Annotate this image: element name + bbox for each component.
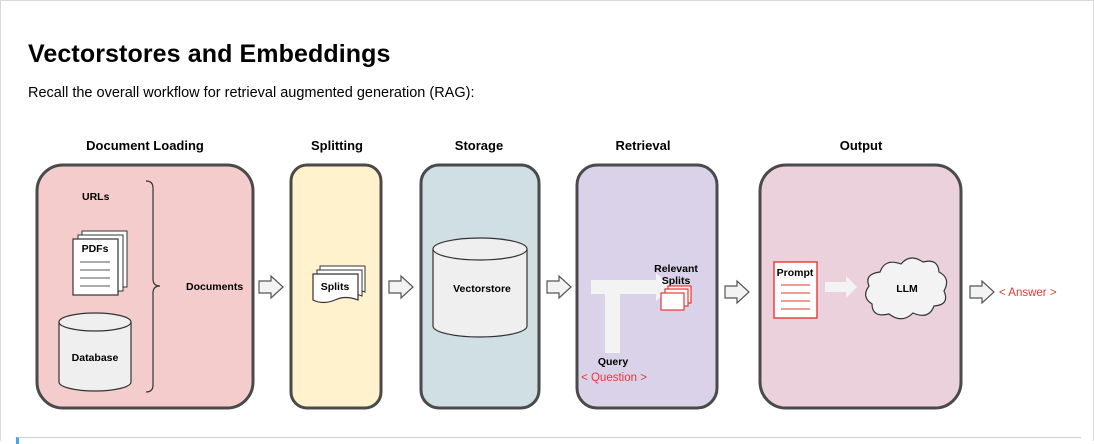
- next-cell-edge: [16, 437, 1081, 444]
- flow-arrow-icon: [388, 275, 414, 299]
- query-label: Query: [598, 356, 629, 368]
- prompt-document-icon: [773, 261, 818, 319]
- grouping-brace: [145, 180, 161, 393]
- query-flow-arrow: [591, 273, 673, 353]
- stage-title-storage: Storage: [455, 138, 503, 153]
- splits-stack-icon: [312, 265, 366, 304]
- llm-label: LLM: [896, 283, 918, 295]
- llm-cloud-icon: [865, 257, 948, 320]
- page-title: Vectorstores and Embeddings: [28, 40, 391, 68]
- pdf-stack-icon: [72, 230, 128, 296]
- flow-arrow-icon: [724, 280, 750, 304]
- database-label: Database: [72, 352, 119, 364]
- relevant-splits-label-line2: Splits: [662, 275, 691, 287]
- answer-label: < Answer >: [999, 287, 1057, 299]
- relevant-splits-icon: [660, 285, 692, 311]
- stage-title-document-loading: Document Loading: [86, 138, 204, 153]
- relevant-splits-label-line1: Relevant: [654, 263, 698, 275]
- stage-title-splitting: Splitting: [311, 138, 363, 153]
- vectorstore-label: Vectorstore: [453, 283, 511, 295]
- stage-title-retrieval: Retrieval: [616, 138, 671, 153]
- pdfs-label: PDFs: [82, 243, 109, 255]
- page-subtitle: Recall the overall workflow for retrieva…: [28, 85, 475, 101]
- database-icon: [58, 312, 132, 392]
- vectorstore-icon: [432, 237, 528, 338]
- prompt-label: Prompt: [777, 267, 814, 279]
- documents-label: Documents: [186, 281, 243, 293]
- flow-arrow-icon: [258, 275, 284, 299]
- flow-arrow-icon: [546, 275, 572, 299]
- question-label: < Question >: [581, 372, 647, 384]
- urls-label: URLs: [82, 191, 110, 203]
- output-box: [758, 163, 963, 410]
- splits-label: Splits: [321, 281, 350, 293]
- flow-arrow-icon: [969, 280, 995, 304]
- prompt-to-llm-arrow-icon: [825, 276, 857, 298]
- stage-title-output: Output: [840, 138, 883, 153]
